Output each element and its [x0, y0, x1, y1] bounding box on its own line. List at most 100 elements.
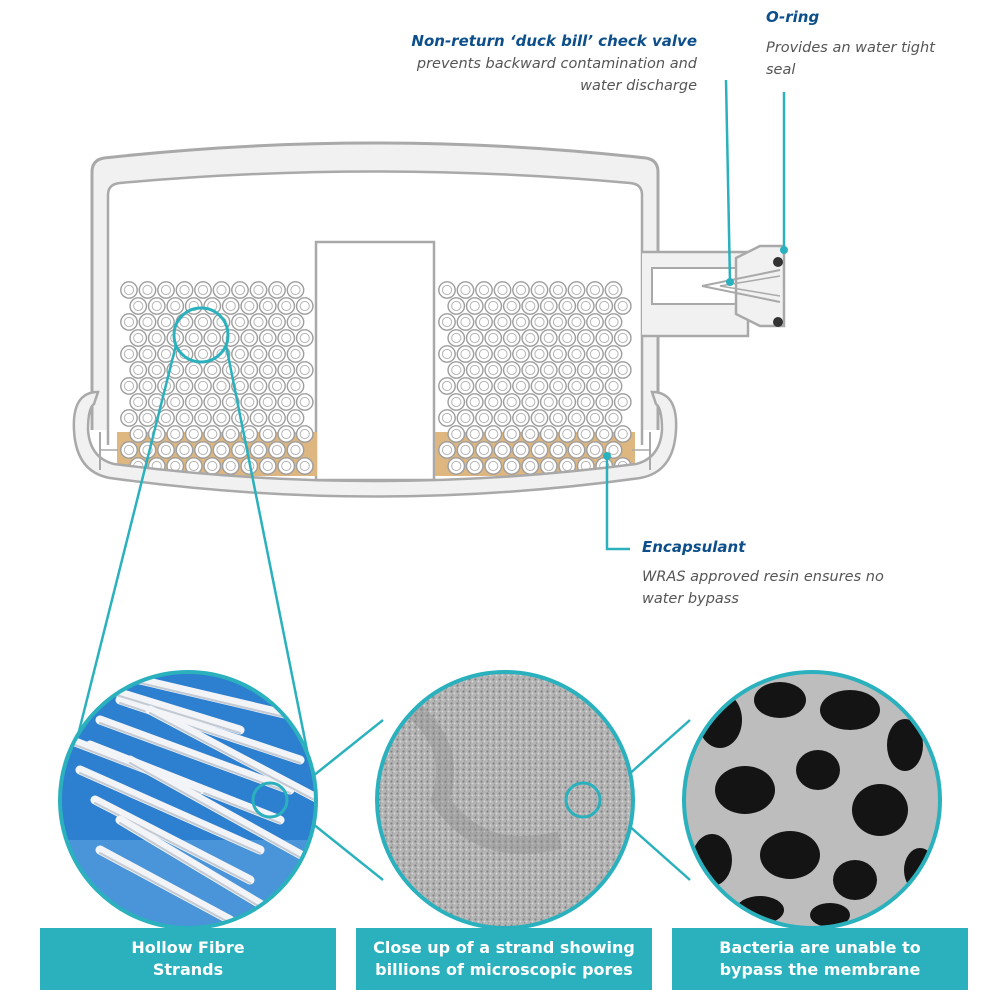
fibre-cross-section [595, 425, 614, 443]
fibre-lumen [299, 460, 310, 472]
fibre-lumen [133, 332, 144, 344]
fibre-lumen [608, 380, 619, 392]
caption-close-up-line2: billions of microscopic pores [375, 960, 633, 979]
fibre-lumen [525, 300, 536, 312]
fibre-lumen [290, 444, 301, 456]
fibre-lumen [497, 348, 508, 360]
fibre-cross-section [268, 313, 286, 331]
fibre-lumen [281, 396, 292, 408]
fibre-lumen [515, 412, 527, 424]
fibre-lumen [244, 300, 255, 312]
fibre-bundle-right [438, 281, 632, 475]
fibre-lumen [534, 380, 545, 392]
fibre-cross-section [512, 281, 530, 299]
fibre-lumen [589, 316, 601, 328]
center-tube [314, 240, 436, 482]
fibre-strand [125, 755, 315, 865]
fibre-cross-section [184, 329, 203, 347]
check-valve-leader [724, 79, 732, 283]
fibre-lumen [290, 412, 301, 424]
fibre-lumen [160, 348, 172, 360]
fibre-lumen [188, 460, 199, 472]
fibre-cross-section [447, 329, 466, 347]
fibre-lumen [160, 444, 172, 456]
fibre-lumen [488, 396, 499, 408]
fibre-lumen [216, 348, 227, 360]
fibre-lumen [469, 300, 480, 312]
fibre-cross-section [194, 281, 212, 299]
fibre-cross-section [258, 425, 277, 443]
fibre-cross-section [567, 441, 586, 459]
fibre-lumen [506, 428, 517, 440]
fibre-lumen [271, 316, 283, 328]
fibre-cross-section [231, 345, 249, 363]
fibre-cross-section [465, 361, 484, 379]
fibre-cross-section [595, 393, 614, 411]
fibre-cross-section [493, 281, 512, 299]
fibre-cross-section [475, 377, 493, 395]
fibre-cross-section [129, 329, 148, 347]
fibre-lumen [234, 316, 246, 328]
fibre-lumen [151, 300, 162, 312]
fibre-lumen [142, 284, 153, 296]
fibre-lumen [506, 332, 517, 344]
fibre-cross-section [268, 281, 286, 299]
fibre-lumen [562, 396, 573, 408]
fibre-cross-section [438, 377, 456, 395]
fibre-cross-section [203, 329, 222, 347]
duck-bill-valve [701, 269, 781, 303]
fibre-strand-shade [119, 822, 271, 914]
fibre-strand [95, 845, 235, 925]
fibre-strand-shade [99, 852, 231, 924]
fibre-lumen [580, 396, 591, 408]
fibre-cross-section [475, 313, 493, 331]
fibre-lumen [299, 364, 310, 376]
fibre-cross-section [493, 377, 512, 395]
fibre-lumen [460, 348, 471, 360]
fibre-lumen [506, 396, 517, 408]
fibre-cross-section [613, 425, 632, 443]
fibre-cross-section [484, 425, 503, 443]
fibre-cross-section [268, 441, 286, 459]
fibre-cross-section [175, 409, 194, 427]
fibre-lumen [552, 316, 564, 328]
fibre-strand-shade [109, 692, 241, 734]
fibre-lumen [170, 396, 181, 408]
caption-hollow-fibre-line2: Strands [152, 960, 224, 979]
hollow-fibre-photo [60, 672, 316, 928]
fibre-lumen [552, 444, 564, 456]
fibre-lumen [281, 428, 292, 440]
fibre-lumen [488, 364, 499, 376]
fibre-lumen [469, 396, 480, 408]
fibre-lumen [142, 348, 153, 360]
fibre-lumen [478, 348, 490, 360]
fibre-cross-section [595, 297, 614, 315]
fibre-cross-section [549, 281, 567, 299]
fibre-cross-section [249, 281, 268, 299]
fibre-lumen [552, 412, 564, 424]
fibre-lumen [253, 412, 264, 424]
fibre-lumen [225, 396, 236, 408]
fibre-cross-section [512, 313, 530, 331]
fibre-cross-section [184, 425, 203, 443]
fibre-cross-section [493, 345, 512, 363]
fibre-lumen [151, 428, 162, 440]
fibre-lumen [580, 300, 591, 312]
fibre-cross-section [120, 409, 138, 427]
fibre-cross-section [539, 329, 558, 347]
fibre-cross-section [456, 441, 475, 459]
fibre-cross-section [484, 329, 503, 347]
fibre-cross-section [147, 361, 166, 379]
fibre-lumen [142, 380, 153, 392]
fibre-cross-section [558, 297, 577, 315]
fibre-lumen [562, 332, 573, 344]
fibre-cross-section [502, 457, 521, 475]
fibre-cross-section [231, 281, 249, 299]
fibre-cross-section [576, 297, 595, 315]
fibre-lumen [133, 428, 144, 440]
fibre-cross-section [175, 441, 194, 459]
fibre-lumen [142, 412, 153, 424]
fibre-lumen [123, 380, 135, 392]
fibre-lumen [525, 428, 536, 440]
fibre-cross-section [147, 297, 166, 315]
